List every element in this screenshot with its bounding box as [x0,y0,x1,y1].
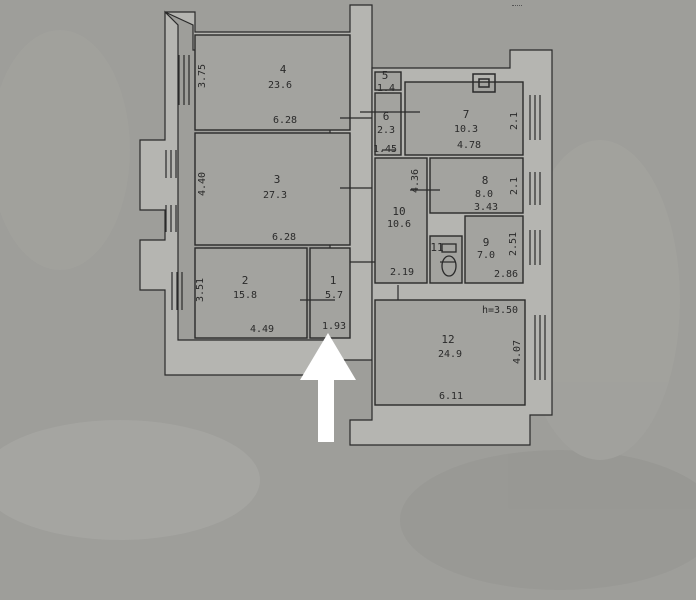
room-7-width-dimension: 4.78 [456,140,482,151]
arrow-up-icon[interactable] [300,333,356,442]
room-12-area: 24.9 [437,349,463,360]
window-icon [529,172,541,205]
room-floors [194,34,526,406]
room-12-floor [374,299,526,406]
window-icon [529,95,541,140]
room-2-height-dimension: 3.51 [195,277,206,303]
window-icon [529,230,541,265]
window-icon [178,55,190,105]
room-9-number: 9 [482,236,490,249]
room-10-floor [374,157,428,284]
room-8-number: 8 [481,174,489,187]
room-7-floor [404,81,524,156]
room-8-height-dimension: 2.1 [509,176,520,196]
room-6-width-dimension: 1.45 [372,144,398,155]
room-2-number: 2 [241,274,249,287]
room-5-number: 5 [381,69,389,82]
room-3-width-dimension: 6.28 [271,232,297,243]
door-marks [300,111,455,301]
room-10-width-dimension: 2.19 [389,267,415,278]
room-7-area: 10.3 [453,124,479,135]
room-3-area: 27.3 [262,190,288,201]
room-1-area: 5.7 [324,290,344,301]
room-12-width-dimension: 6.11 [438,391,464,402]
room-9-height-dimension: 2.51 [508,231,519,257]
window-icon [165,150,177,178]
room-10-height-dimension: 4.36 [410,168,421,194]
paper-texture [0,30,696,590]
room-1-width-dimension: 1.93 [321,321,347,332]
window-icon [171,272,183,310]
room-4-width-dimension: 6.28 [272,115,298,126]
room-3-height-dimension: 4.40 [197,171,208,197]
room-1-floor [309,247,351,339]
room-10-number: 10 [392,205,406,218]
room-9-floor [464,215,524,284]
room-2-area: 15.8 [232,290,258,301]
room-8-width-dimension: 3.43 [473,202,499,213]
stove-icon [472,73,496,93]
room-3-number: 3 [273,173,281,186]
room-10-area: 10.6 [386,219,412,230]
room-12-height-dimension: 4.07 [512,339,523,365]
room-9-width-dimension: 2.86 [493,269,519,280]
room-4-height-dimension: 3.75 [197,63,208,89]
room-5-area: 1.4 [376,83,396,94]
room-4-area: 23.6 [267,80,293,91]
room-8-floor [429,157,524,214]
room-9-area: 7.0 [476,250,496,261]
windows [165,55,546,380]
room-6-floor [374,92,402,156]
room-11-number: 11 [430,241,444,254]
ceiling-height-label: h=3.50 [481,305,519,316]
room-2-floor [194,247,308,339]
window-icon [534,315,546,380]
margin-mark [512,0,522,6]
room-2-width-dimension: 4.49 [249,324,275,335]
room-5-floor [374,71,402,91]
room-6-number: 6 [382,110,390,123]
room-7-height-dimension: 2.1 [509,111,520,131]
room-3-floor [194,132,351,246]
window-icon [165,205,177,232]
room-4-floor [194,34,351,131]
room-8-area: 8.0 [474,189,494,200]
toilet-icon [441,243,457,277]
room-4-number: 4 [279,63,287,76]
room-1-number: 1 [329,274,337,287]
room-6-area: 2.3 [376,125,396,136]
room-7-number: 7 [462,108,470,121]
room-12-number: 12 [441,333,455,346]
